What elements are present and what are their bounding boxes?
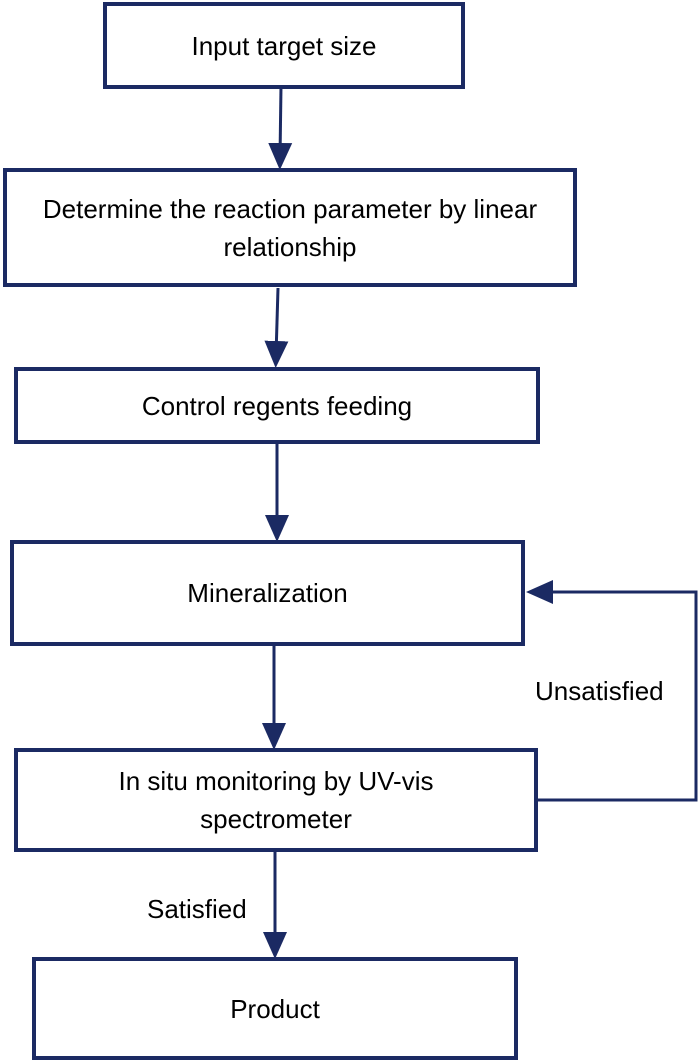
node-monitoring: In situ monitoring by UV-vis spectromete…	[14, 748, 538, 852]
node-control-feeding: Control regents feeding	[14, 367, 540, 444]
arrow-determine-to-control	[264, 287, 289, 368]
node-input-target-size: Input target size	[103, 2, 465, 89]
arrow-input-to-determine	[268, 85, 293, 170]
node-control-feeding-label: Control regents feeding	[141, 390, 413, 421]
edge-label-unsatisfied: Unsatisfied	[535, 676, 664, 706]
node-input-target-size-label: Input target size	[191, 30, 377, 61]
node-determine-parameter: Determine the reaction parameter by line…	[3, 168, 577, 287]
edge-label-satisfied: Satisfied	[147, 894, 247, 924]
node-determine-parameter-label: Determine the reaction parameter by line…	[42, 193, 538, 262]
node-mineralization-label: Mineralization	[187, 578, 348, 608]
node-mineralization: Mineralization	[10, 540, 525, 646]
node-product: Product	[32, 957, 518, 1060]
arrow-unsatisfied-loop	[526, 580, 698, 802]
node-product-label: Product	[230, 993, 320, 1024]
node-monitoring-label: In situ monitoring by UV-vis spectromete…	[118, 766, 434, 834]
